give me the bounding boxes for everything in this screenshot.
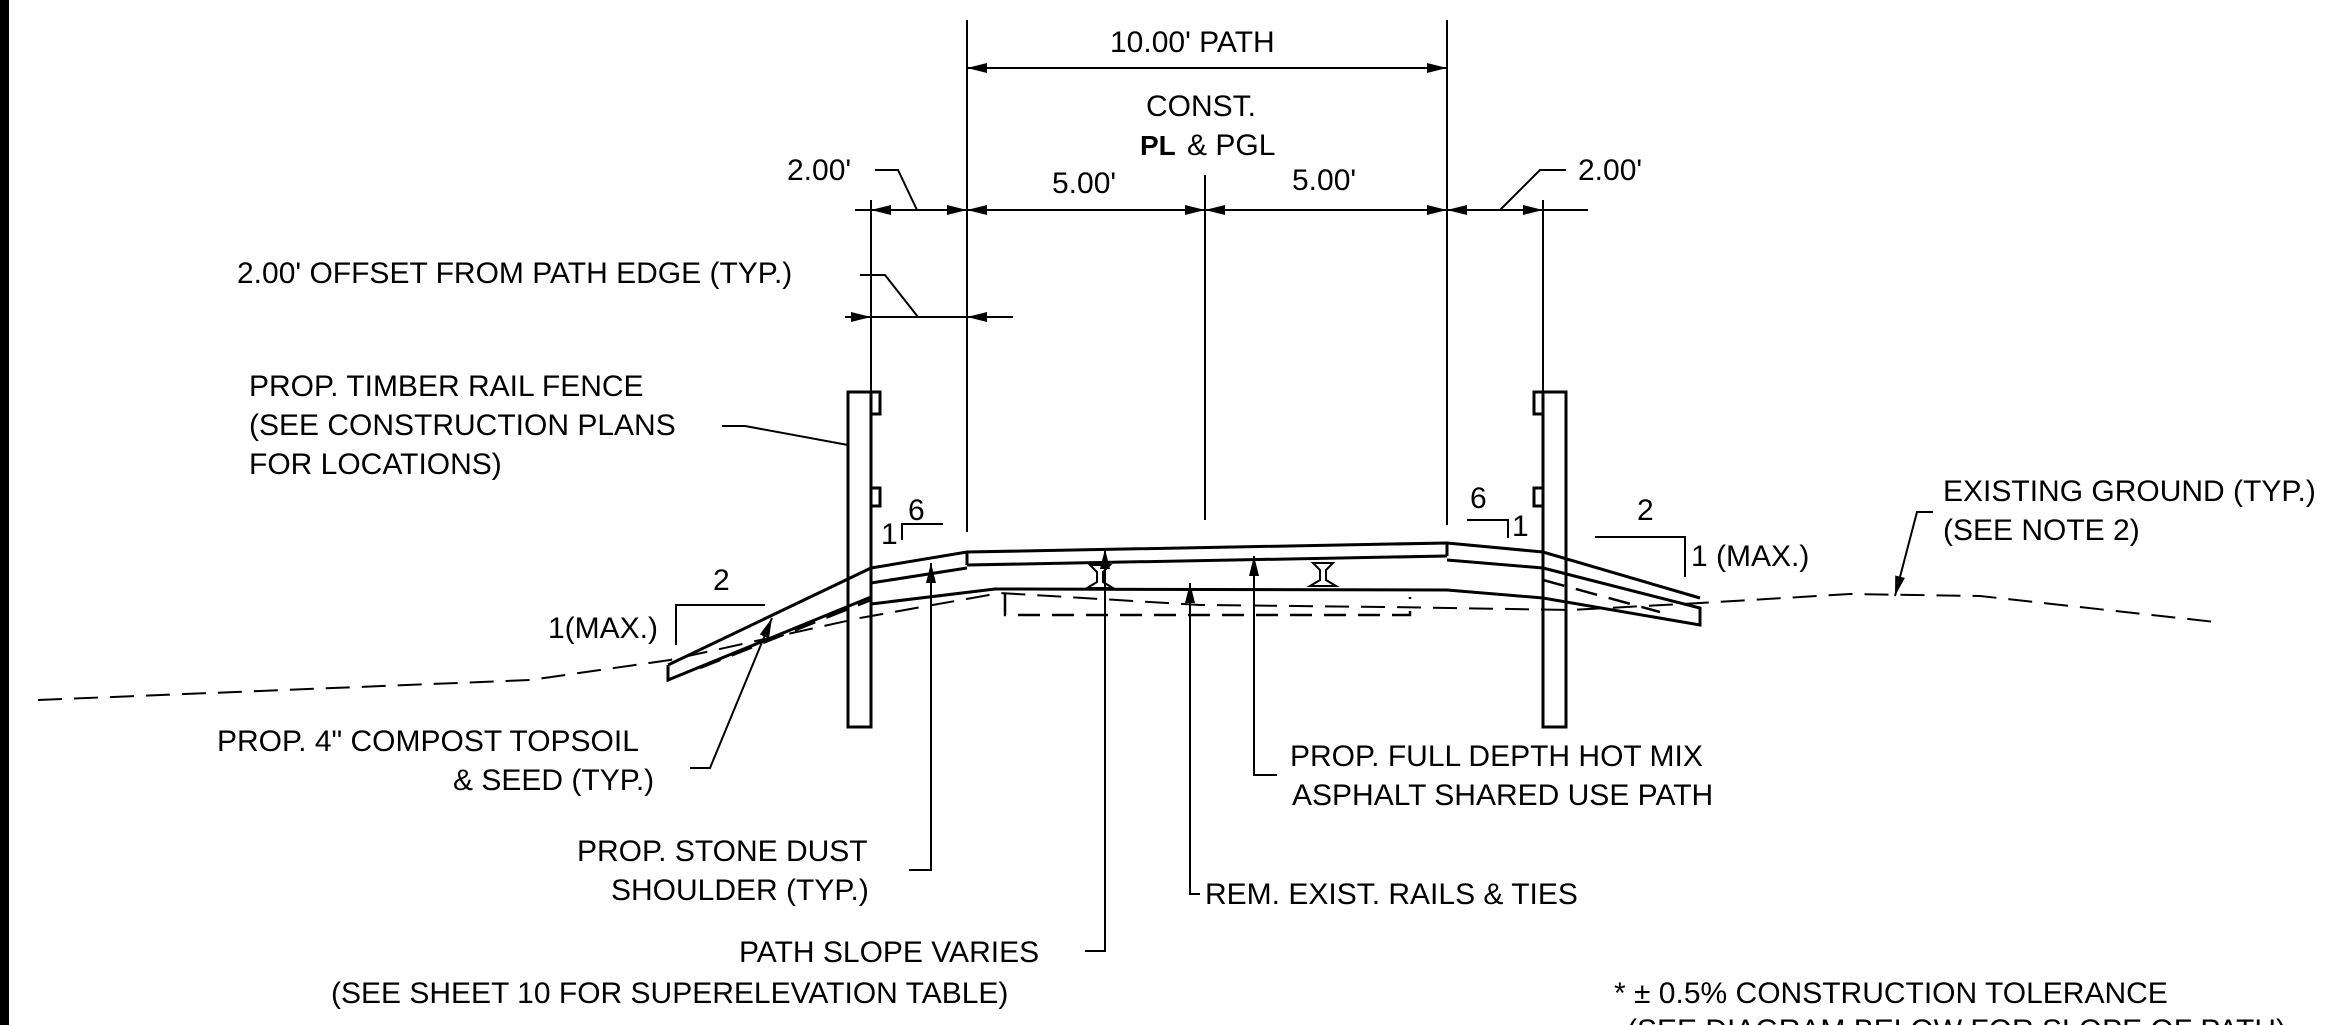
half-left-label: 5.00' — [1052, 167, 1116, 200]
half-right-label: 5.00' — [1292, 164, 1356, 197]
offset-right-label: 2.00' — [1578, 154, 1642, 187]
offset-note-callout: 2.00' OFFSET FROM PATH EDGE (TYP.) — [237, 257, 1013, 322]
svg-text:1: 1 — [1512, 510, 1529, 543]
path-slope-line-1: PATH SLOPE VARIES — [739, 936, 1039, 969]
extension-lines — [870, 20, 1544, 560]
path-width-label: 10.00' PATH — [1110, 26, 1275, 59]
svg-text:6: 6 — [1470, 482, 1487, 515]
rails-text: REM. EXIST. RAILS & TIES — [1205, 878, 1578, 911]
left-slope-indicator: 2 1(MAX.) — [548, 564, 765, 645]
centerline-symbol-icon: PL — [1140, 130, 1176, 161]
svg-text:1(MAX.): 1(MAX.) — [548, 612, 658, 645]
topsoil-line-2: & SEED (TYP.) — [453, 764, 654, 797]
shoulder-callout: PROP. STONE DUST SHOULDER (TYP.) — [577, 563, 936, 907]
topsoil-callout: PROP. 4" COMPOST TOPSOIL & SEED (TYP.) — [217, 617, 773, 797]
shoulder-line-2: SHOULDER (TYP.) — [611, 874, 869, 907]
svg-text:PL: PL — [1140, 130, 1176, 161]
rails-callout: REM. EXIST. RAILS & TIES — [1185, 583, 1578, 911]
fence-line-2: (SEE CONSTRUCTION PLANS — [249, 409, 676, 442]
existing-ground-callout: EXISTING GROUND (TYP.) (SEE NOTE 2) — [1894, 475, 2316, 597]
svg-text:1 (MAX.): 1 (MAX.) — [1691, 540, 1809, 573]
half-width-dimensions: 5.00' 5.00' 2.00' 2.00' — [787, 154, 1642, 215]
left-fence — [846, 390, 882, 729]
shoulder-line-1: PROP. STONE DUST — [577, 835, 868, 868]
offset-left-label: 2.00' — [787, 154, 851, 187]
right-fence — [1532, 390, 1568, 729]
svg-text:6: 6 — [908, 494, 925, 527]
path-slope-line-2: (SEE SHEET 10 FOR SUPERELEVATION TABLE) — [331, 977, 1008, 1010]
topsoil-line-1: PROP. 4" COMPOST TOPSOIL — [217, 725, 639, 758]
path-width-dimension: 10.00' PATH CONST. PL & PGL — [967, 26, 1447, 162]
path-section — [666, 541, 1702, 683]
asphalt-line-1: PROP. FULL DEPTH HOT MIX — [1290, 740, 1703, 773]
asphalt-callout: PROP. FULL DEPTH HOT MIX ASPHALT SHARED … — [1249, 556, 1713, 812]
tolerance-line-2: (SEE DIAGRAM BELOW FOR SLOPE OF PATH) — [1627, 1014, 2286, 1025]
svg-text:1: 1 — [881, 518, 898, 551]
tolerance-line-1: * ± 0.5% CONSTRUCTION TOLERANCE — [1614, 977, 2168, 1010]
offset-note-text: 2.00' OFFSET FROM PATH EDGE (TYP.) — [237, 257, 792, 290]
fence-callout: PROP. TIMBER RAIL FENCE (SEE CONSTRUCTIO… — [249, 370, 849, 481]
const-label: CONST. — [1146, 90, 1256, 123]
rail-icon — [1083, 564, 1117, 589]
fence-line-3: FOR LOCATIONS) — [249, 448, 502, 481]
sheet-border — [0, 0, 9, 1025]
fence-line-1: PROP. TIMBER RAIL FENCE — [249, 370, 644, 403]
rail-icon — [1306, 562, 1340, 587]
svg-text:2: 2 — [1637, 494, 1654, 527]
tolerance-note: * ± 0.5% CONSTRUCTION TOLERANCE (SEE DIA… — [1614, 977, 2286, 1025]
existing-ground-line-1: EXISTING GROUND (TYP.) — [1943, 475, 2316, 508]
asphalt-line-2: ASPHALT SHARED USE PATH — [1292, 779, 1713, 812]
svg-text:2: 2 — [713, 564, 730, 597]
existing-ground-line-2: (SEE NOTE 2) — [1943, 514, 2140, 547]
left-shoulder-indicator: 6 1 — [881, 494, 943, 551]
right-slope-indicator: 2 1 (MAX.) — [1595, 494, 1809, 577]
existing-ground-line — [37, 591, 2216, 701]
path-slope-callout: PATH SLOPE VARIES (SEE SHEET 10 FOR SUPE… — [331, 549, 1110, 1010]
pgl-label: & PGL — [1187, 129, 1275, 162]
right-shoulder-indicator: 6 1 — [1467, 482, 1529, 543]
